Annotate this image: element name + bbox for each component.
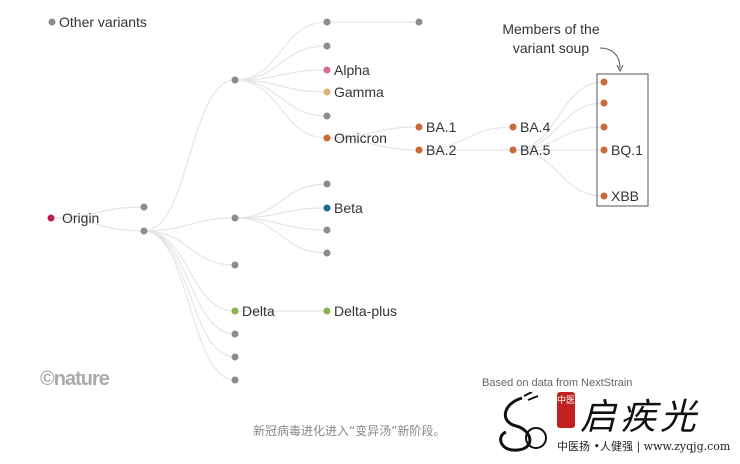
node-dot-b1 bbox=[231, 76, 239, 84]
tree-edges bbox=[50, 21, 605, 381]
node-dot-b2 bbox=[231, 214, 239, 222]
node-dot-ba2 bbox=[415, 146, 423, 154]
node-label-ba5: BA.5 bbox=[520, 142, 551, 158]
node-dot-alpha bbox=[323, 66, 331, 74]
node-dot-b5 bbox=[231, 330, 239, 338]
annotation-line1: Members of the bbox=[502, 21, 599, 37]
node-label-beta: Beta bbox=[334, 200, 363, 216]
edge-b1-gamma bbox=[234, 79, 328, 93]
edge-ba5-s2 bbox=[512, 102, 605, 151]
node-label-alpha: Alpha bbox=[334, 62, 370, 78]
watermark-subtitle: 中医扬 •人健强 | www.zyqjg.com bbox=[557, 440, 731, 453]
node-dot-a1 bbox=[140, 203, 148, 211]
node-dot-xbb bbox=[600, 192, 608, 200]
node-dot-gamma bbox=[323, 88, 331, 96]
edge-a2-b6 bbox=[143, 230, 236, 358]
node-dot-b6 bbox=[231, 353, 239, 361]
node-dot-s3 bbox=[600, 123, 608, 131]
node-dot-beta bbox=[323, 204, 331, 212]
watermark-seal: 中医 bbox=[557, 392, 575, 428]
node-dot-c9 bbox=[323, 226, 331, 234]
node-dot-c7 bbox=[323, 180, 331, 188]
node-dot-s1 bbox=[600, 78, 608, 86]
node-label-dplus: Delta-plus bbox=[334, 303, 397, 319]
source-note: Based on data from NextStrain bbox=[482, 377, 632, 389]
edge-omicron-ba2 bbox=[326, 137, 420, 151]
watermark-dragon-icon bbox=[499, 392, 547, 452]
node-dot-a2 bbox=[140, 227, 148, 235]
edge-origin-a2 bbox=[50, 217, 145, 232]
annotation-arrow bbox=[599, 47, 621, 69]
node-dot-delta bbox=[231, 307, 239, 315]
edge-b2-beta bbox=[234, 207, 328, 219]
node-dot-bq1 bbox=[600, 146, 608, 154]
variant-soup-box bbox=[596, 73, 649, 207]
edge-b1-c2 bbox=[234, 45, 328, 81]
node-dot-c1 bbox=[323, 18, 331, 26]
node-dot-c10 bbox=[323, 249, 331, 257]
watermark-title: 启疾光 bbox=[580, 397, 701, 438]
edge-ba5-xbb bbox=[512, 149, 605, 197]
node-dot-ba1 bbox=[415, 123, 423, 131]
edge-origin-a1 bbox=[50, 206, 145, 219]
edge-a2-b5 bbox=[143, 230, 236, 335]
node-dot-ba5 bbox=[509, 146, 517, 154]
node-dot-b7 bbox=[231, 376, 239, 384]
node-dot-ba4 bbox=[509, 123, 517, 131]
edge-a2-b1 bbox=[143, 79, 236, 232]
edge-b2-c9 bbox=[234, 217, 328, 231]
node-dot-omicron bbox=[323, 134, 331, 142]
figure-caption: 新冠病毒进化进入“变异汤”新阶段。 bbox=[253, 424, 446, 438]
edge-b1-c1 bbox=[234, 21, 328, 81]
arrow-head-icon bbox=[616, 64, 624, 73]
edge-omicron-ba1 bbox=[326, 126, 420, 139]
edge-b2-c10 bbox=[234, 217, 328, 254]
node-label-ba1: BA.1 bbox=[426, 119, 457, 135]
edge-a2-delta bbox=[143, 230, 236, 312]
edge-ba5-s1 bbox=[512, 81, 605, 151]
node-dot-c2 bbox=[323, 42, 331, 50]
nature-logo: ©nature bbox=[40, 368, 110, 390]
edge-b1-omicron bbox=[234, 79, 328, 139]
node-dot-dplus bbox=[323, 307, 331, 315]
node-dot-b3 bbox=[231, 261, 239, 269]
annotation-line2: variant soup bbox=[513, 40, 589, 56]
edge-a2-b3 bbox=[143, 230, 236, 266]
node-label-bq1: BQ.1 bbox=[611, 142, 643, 158]
node-dot-legend bbox=[48, 18, 56, 26]
node-label-legend: Other variants bbox=[59, 14, 147, 30]
node-label-gamma: Gamma bbox=[334, 84, 384, 100]
edge-ba2-ba4 bbox=[418, 126, 514, 151]
node-dot-origin bbox=[47, 214, 55, 222]
edge-b1-alpha bbox=[234, 69, 328, 81]
node-dot-d1 bbox=[415, 18, 423, 26]
node-label-xbb: XBB bbox=[611, 188, 639, 204]
edge-b2-c7 bbox=[234, 183, 328, 219]
node-label-omicron: Omicron bbox=[334, 130, 387, 146]
edge-a2-b2 bbox=[143, 217, 236, 232]
edge-ba5-s3 bbox=[512, 126, 605, 151]
node-label-ba4: BA.4 bbox=[520, 119, 551, 135]
node-dot-s2 bbox=[600, 99, 608, 107]
edge-a2-b7 bbox=[143, 230, 236, 381]
node-label-ba2: BA.2 bbox=[426, 142, 457, 158]
node-label-delta: Delta bbox=[242, 303, 275, 319]
node-dot-c5 bbox=[323, 112, 331, 120]
node-label-origin: Origin bbox=[62, 210, 99, 226]
